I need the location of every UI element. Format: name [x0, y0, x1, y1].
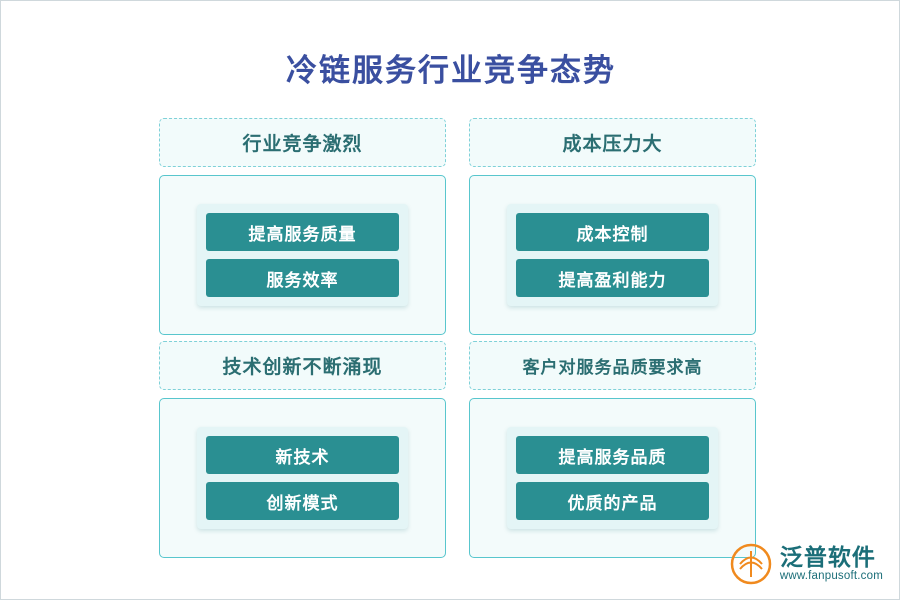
- item-pill[interactable]: 成本控制: [516, 213, 709, 251]
- quadrant-cost-pressure: 成本压力大 成本控制 提高盈利能力: [469, 118, 756, 335]
- quadrant-header: 成本压力大: [469, 118, 756, 167]
- quadrant-header: 行业竞争激烈: [159, 118, 446, 167]
- quadrant-header: 技术创新不断涌现: [159, 341, 446, 390]
- item-panel: 成本控制 提高盈利能力: [507, 204, 718, 306]
- brand-name: 泛普软件: [779, 544, 876, 571]
- brand-url: www.fanpusoft.com: [779, 570, 883, 583]
- quadrant-body: 提高服务质量 服务效率: [159, 175, 446, 335]
- quadrant-industry-competition: 行业竞争激烈 提高服务质量 服务效率: [159, 118, 446, 335]
- item-pill[interactable]: 提高服务品质: [516, 436, 709, 474]
- page-title: 冷链服务行业竞争态势: [286, 53, 616, 89]
- item-panel: 提高服务品质 优质的产品: [507, 427, 718, 529]
- quadrant-header-label: 行业竞争激烈: [242, 133, 363, 155]
- brand-logo: 泛普软件 www.fanpusoft.com: [730, 543, 883, 585]
- item-pill[interactable]: 服务效率: [206, 259, 399, 297]
- item-pill[interactable]: 提高盈利能力: [516, 259, 709, 297]
- quadrant-body: 提高服务品质 优质的产品: [469, 398, 756, 558]
- item-pill[interactable]: 新技术: [206, 436, 399, 474]
- quadrant-tech-innovation: 技术创新不断涌现 新技术 创新模式: [159, 341, 446, 558]
- brand-text: 泛普软件 www.fanpusoft.com: [780, 546, 883, 582]
- quadrant-body: 成本控制 提高盈利能力: [469, 175, 756, 335]
- quadrant-header: 客户对服务品质要求高: [469, 341, 756, 390]
- item-pill[interactable]: 提高服务质量: [206, 213, 399, 251]
- quadrant-header-label: 成本压力大: [562, 133, 663, 155]
- quadrant-body: 新技术 创新模式: [159, 398, 446, 558]
- item-pill[interactable]: 创新模式: [206, 482, 399, 520]
- quadrant-customer-quality: 客户对服务品质要求高 提高服务品质 优质的产品: [469, 341, 756, 558]
- item-panel: 提高服务质量 服务效率: [197, 204, 408, 306]
- item-panel: 新技术 创新模式: [197, 427, 408, 529]
- quadrant-header-label: 客户对服务品质要求高: [522, 358, 703, 378]
- item-pill[interactable]: 优质的产品: [516, 482, 709, 520]
- fanpu-logo-icon: [730, 543, 772, 585]
- quadrant-header-label: 技术创新不断涌现: [222, 356, 383, 378]
